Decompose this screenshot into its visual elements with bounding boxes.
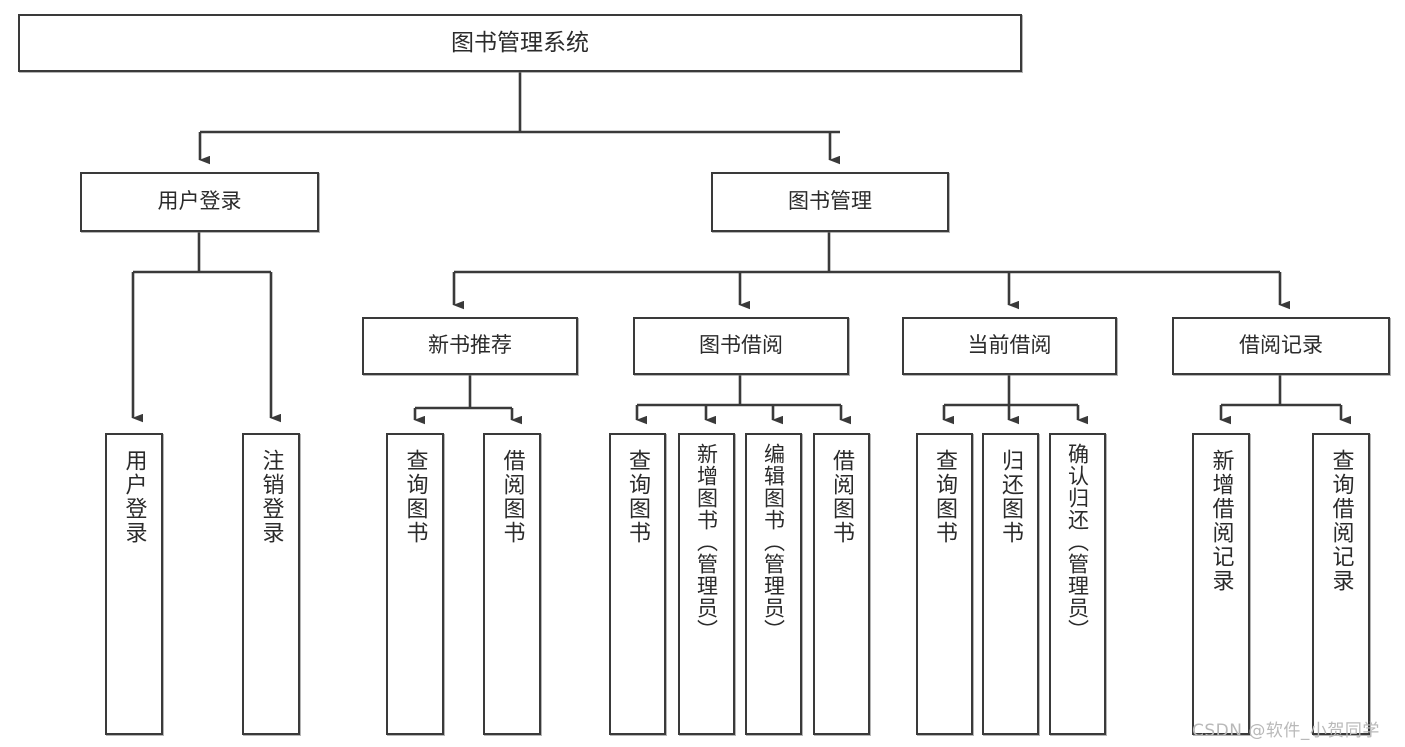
node-book-management-label: 图书管理 [788, 189, 872, 214]
node-user-login-label: 用户登录 [157, 189, 242, 214]
leaf-borrow-book-1[interactable]: 借阅图书 [483, 433, 541, 735]
leaf-query-record-label: 查询借阅记录 [1328, 449, 1354, 593]
leaf-borrow-book-2[interactable]: 借阅图书 [813, 433, 870, 735]
leaf-edit-book-label: 编辑图书（管理员） [761, 443, 786, 641]
node-book-borrow-label: 图书借阅 [699, 333, 783, 358]
leaf-confirm-return[interactable]: 确认归还（管理员） [1049, 433, 1106, 735]
leaf-borrow-book-1-label: 借阅图书 [499, 449, 525, 545]
leaf-query-book-3[interactable]: 查询图书 [916, 433, 973, 735]
leaf-user-login[interactable]: 用户登录 [105, 433, 163, 735]
node-root[interactable]: 图书管理系统 [18, 14, 1022, 72]
node-current-borrow-label: 当前借阅 [967, 333, 1052, 358]
node-new-book-recommend-label: 新书推荐 [428, 333, 512, 358]
leaf-edit-book[interactable]: 编辑图书（管理员） [745, 433, 802, 735]
leaf-confirm-return-label: 确认归还（管理员） [1065, 443, 1090, 641]
leaf-query-book-3-label: 查询图书 [932, 449, 958, 545]
leaf-borrow-book-2-label: 借阅图书 [829, 449, 855, 545]
node-new-book-recommend[interactable]: 新书推荐 [362, 317, 578, 375]
leaf-query-book-1[interactable]: 查询图书 [386, 433, 444, 735]
leaf-query-book-2[interactable]: 查询图书 [609, 433, 666, 735]
node-borrow-record[interactable]: 借阅记录 [1172, 317, 1390, 375]
leaf-add-book-label: 新增图书（管理员） [694, 443, 719, 641]
node-current-borrow[interactable]: 当前借阅 [902, 317, 1117, 375]
leaf-return-book[interactable]: 归还图书 [982, 433, 1039, 735]
leaf-add-book[interactable]: 新增图书（管理员） [678, 433, 735, 735]
watermark: CSDN @软件_小贺同学 [1192, 721, 1380, 741]
leaf-add-record-label: 新增借阅记录 [1208, 449, 1234, 593]
node-book-borrow[interactable]: 图书借阅 [633, 317, 849, 375]
leaf-logout-login[interactable]: 注销登录 [242, 433, 300, 735]
node-borrow-record-label: 借阅记录 [1239, 333, 1323, 358]
node-book-management[interactable]: 图书管理 [711, 172, 949, 232]
node-root-label: 图书管理系统 [451, 29, 589, 56]
leaf-user-login-label: 用户登录 [121, 449, 147, 545]
leaf-query-book-2-label: 查询图书 [625, 449, 651, 545]
node-user-login[interactable]: 用户登录 [80, 172, 319, 232]
leaf-logout-login-label: 注销登录 [258, 449, 284, 545]
leaf-query-book-1-label: 查询图书 [402, 449, 428, 545]
leaf-query-record[interactable]: 查询借阅记录 [1312, 433, 1370, 735]
leaf-return-book-label: 归还图书 [998, 449, 1024, 545]
leaf-add-record[interactable]: 新增借阅记录 [1192, 433, 1250, 735]
